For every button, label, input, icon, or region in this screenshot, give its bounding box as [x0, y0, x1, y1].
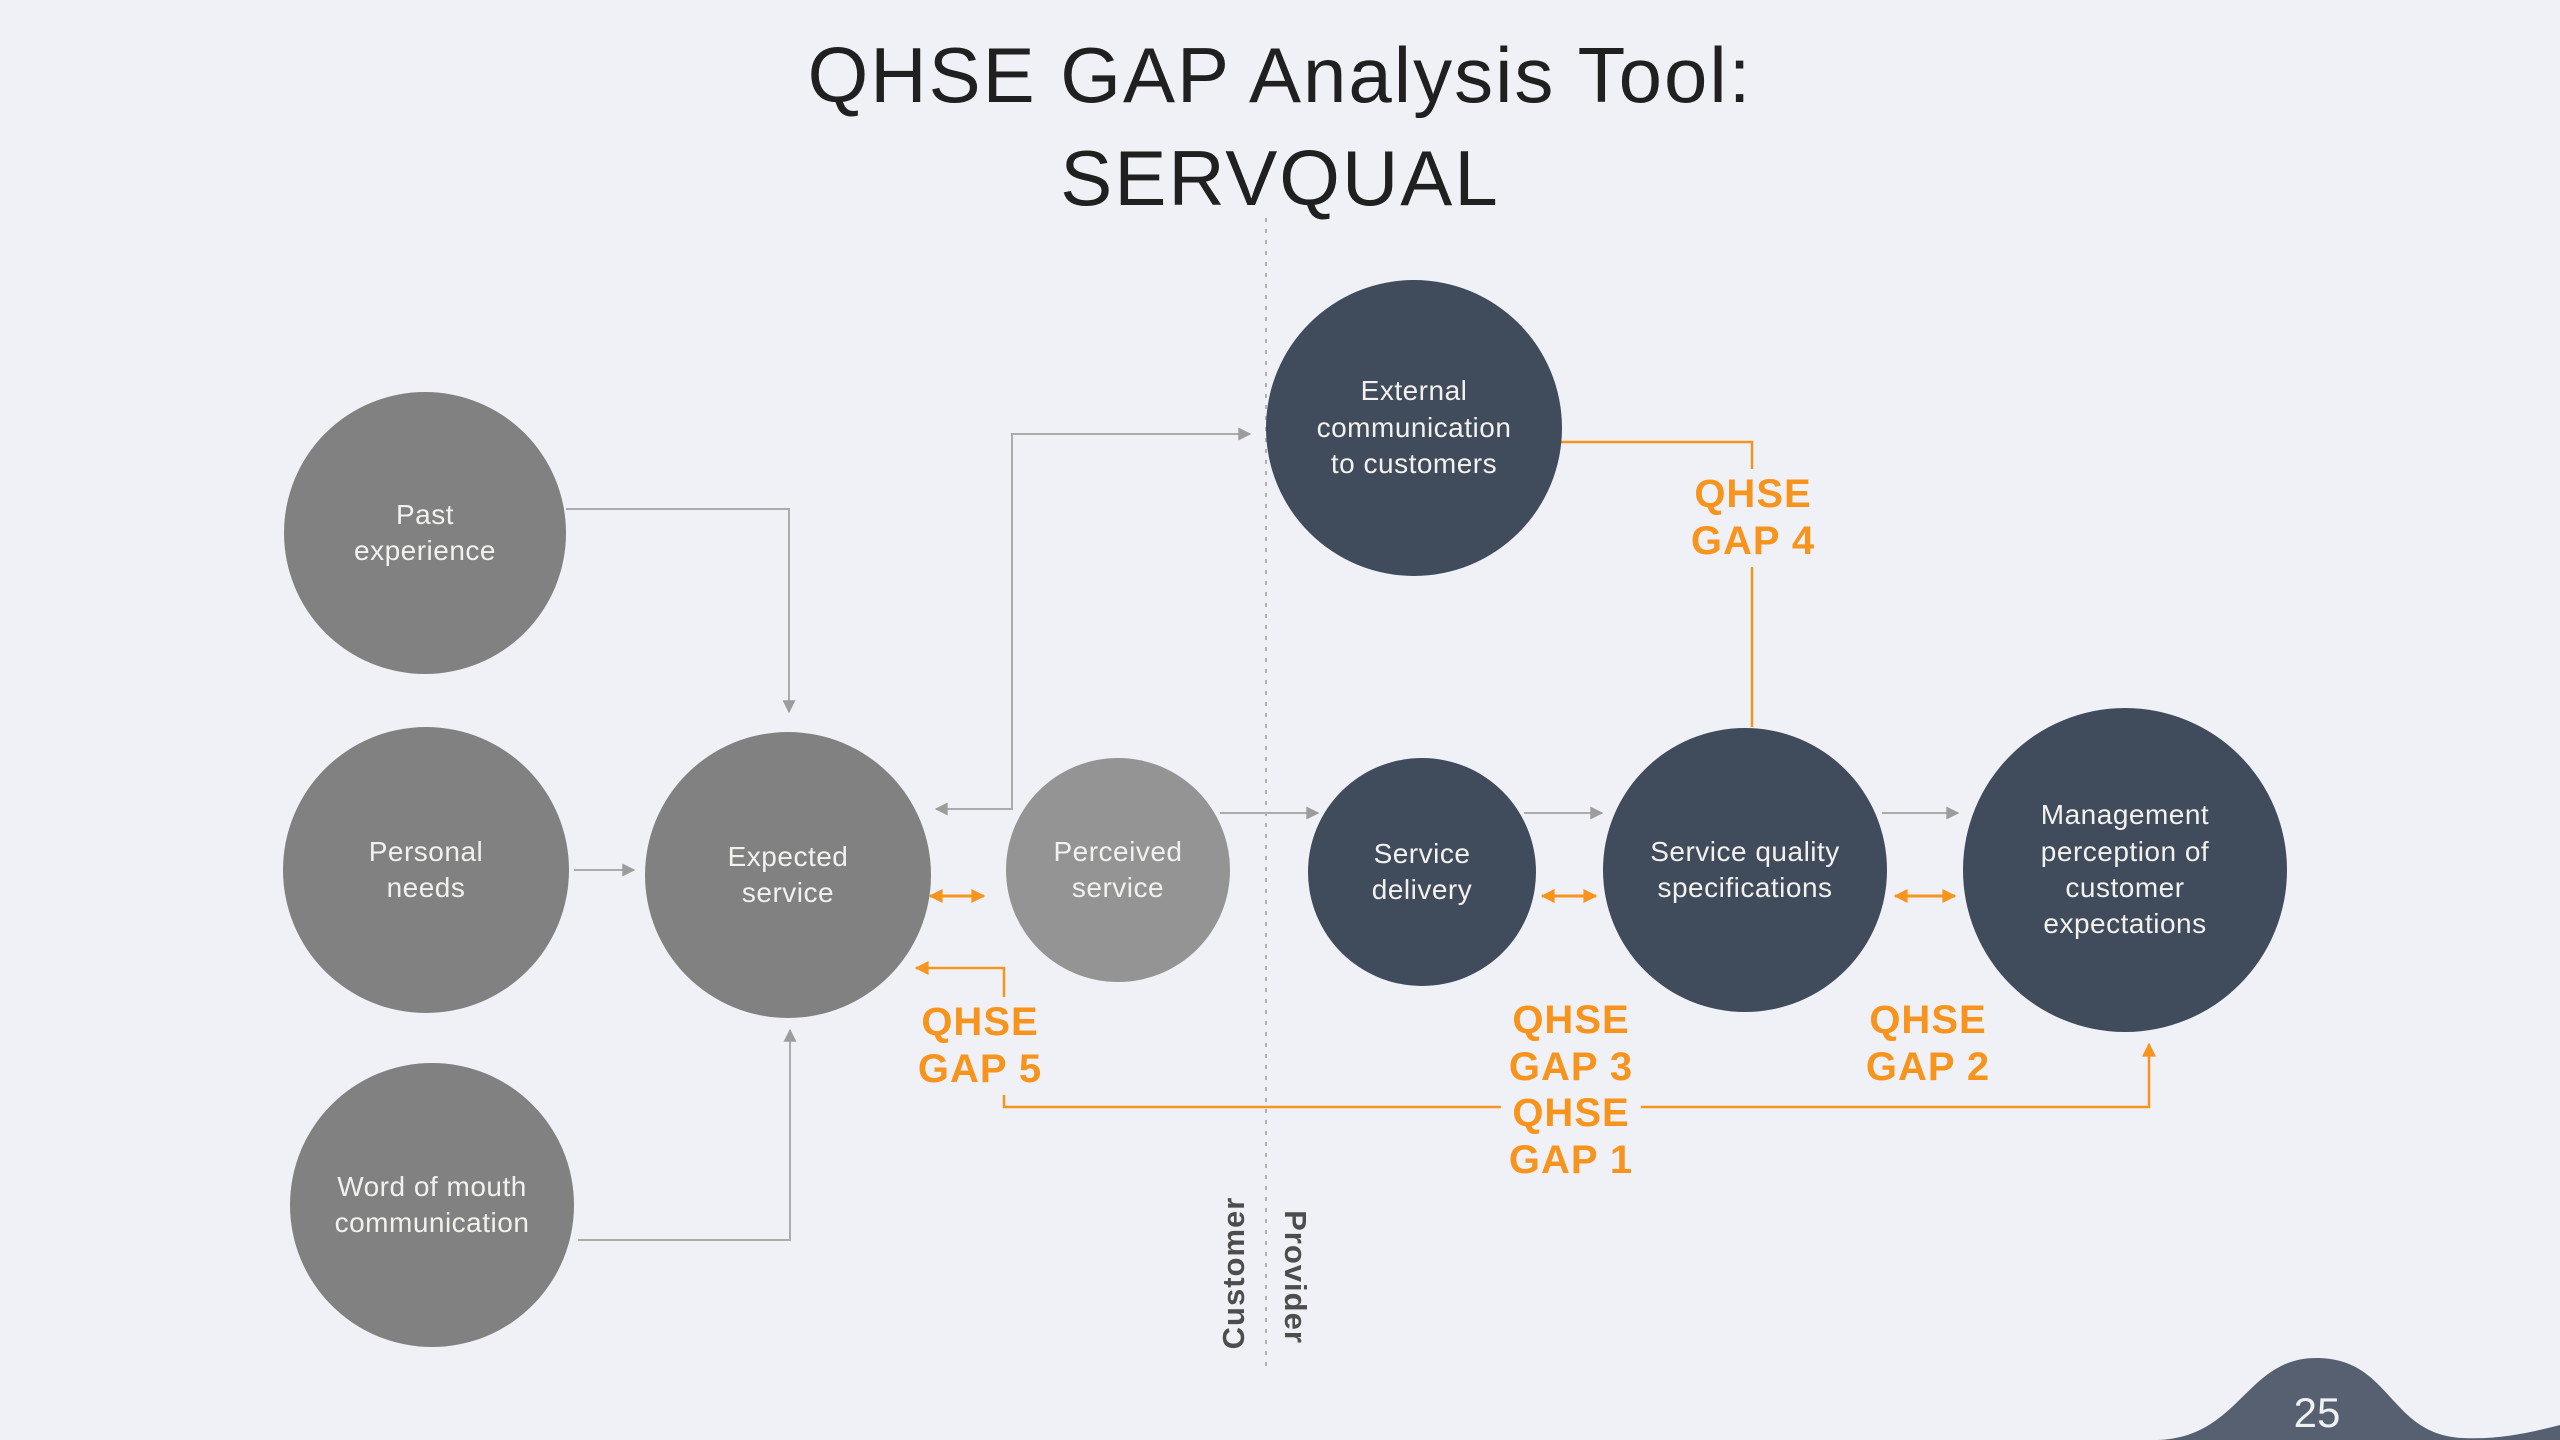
gap1-label-line2: GAP 1	[1508, 1138, 1634, 1182]
wave-shape	[2158, 1358, 2560, 1440]
page-number: 25	[2293, 1389, 2341, 1436]
node-past-experience: Past experience	[284, 392, 566, 674]
connector-expected-external-two-way	[934, 427, 1252, 816]
gap2-label-line1: QHSE	[1869, 998, 1987, 1042]
node-word-of-mouth: Word of mouth communication	[290, 1063, 574, 1347]
node-label: Perceived service	[1053, 835, 1183, 903]
gap3-label-line1: QHSE	[1512, 998, 1630, 1042]
page-title-line2: SERVQUAL	[1060, 134, 1500, 222]
node-external-communication: External communication to customers	[1266, 280, 1562, 576]
node-label: Past experience	[354, 498, 496, 566]
node-perceived-service: Perceived service	[1006, 758, 1230, 982]
page-title: QHSE GAP Analysis Tool: SERVQUAL	[0, 24, 2560, 230]
gap5-label-line2: GAP 5	[917, 1047, 1043, 1091]
node-label: Service delivery	[1371, 837, 1473, 905]
customer-side-label: Customer	[1216, 1196, 1251, 1350]
gap2-label-line2: GAP 2	[1865, 1045, 1991, 1089]
gap4-label: QHSE GAP 4	[1682, 469, 1824, 567]
node-label: Management perception of customer expect…	[2040, 799, 2210, 940]
gap2-label: QHSE GAP 2	[1857, 995, 1999, 1093]
gap1-label: QHSE GAP 1	[1500, 1088, 1642, 1186]
node-label: Expected service	[727, 840, 849, 908]
gap4-connector-external-to-quality	[1560, 440, 1754, 727]
node-service-quality: Service quality specifications	[1603, 728, 1887, 1012]
node-label: Personal needs	[368, 835, 484, 903]
node-label: Word of mouth communication	[334, 1170, 530, 1238]
node-label: External communication to customers	[1316, 375, 1512, 480]
gap5-label-line1: QHSE	[921, 1000, 1039, 1044]
gap4-label-line2: GAP 4	[1690, 519, 1816, 563]
gap1-label-line1: QHSE	[1512, 1091, 1630, 1135]
node-label: Service quality specifications	[1650, 835, 1840, 903]
gap3-label-line2: GAP 3	[1508, 1045, 1634, 1089]
gap3-label: QHSE GAP 3	[1500, 995, 1642, 1093]
node-expected-service: Expected service	[645, 732, 931, 1018]
node-management-perception: Management perception of customer expect…	[1963, 708, 2287, 1032]
provider-side-label: Provider	[1278, 1210, 1313, 1344]
node-personal-needs: Personal needs	[283, 727, 569, 1013]
gap4-label-line1: QHSE	[1694, 472, 1812, 516]
page-title-line1: QHSE GAP Analysis Tool:	[807, 31, 1753, 119]
gap1-connector-expected-to-management	[914, 961, 2156, 1109]
connector-wordofmouth-to-expected	[578, 1028, 797, 1241]
connector-past-to-expected	[566, 508, 796, 714]
gap5-label: QHSE GAP 5	[909, 997, 1051, 1095]
node-service-delivery: Service delivery	[1308, 758, 1536, 986]
